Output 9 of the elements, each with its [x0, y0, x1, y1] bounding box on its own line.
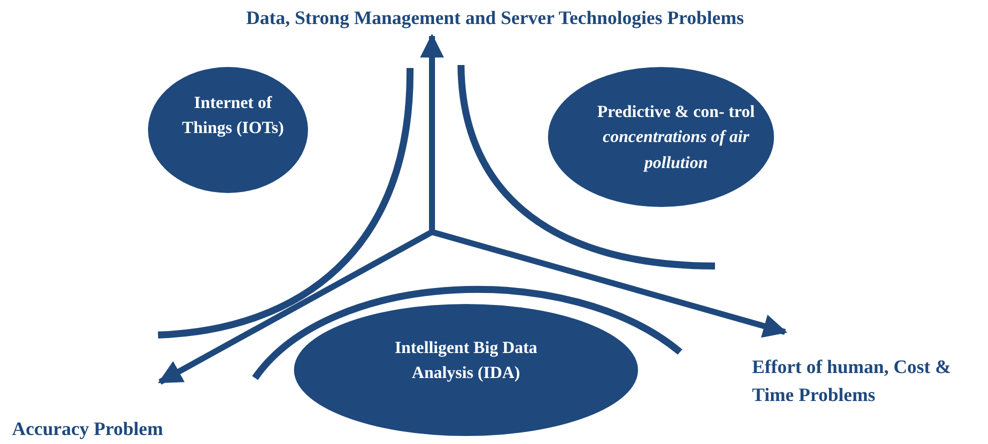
arrow [420, 34, 444, 232]
topic-label: Intelligent Big Data Analysis (IDA) [394, 336, 538, 384]
problem-label: Data, Strong Management and Server Technologies Problems [246, 6, 744, 31]
topic-label: Predictive & con- trol concentrations of air pollution [596, 100, 756, 174]
arrow [158, 229, 434, 385]
problem-label: Accuracy Problem [12, 418, 164, 442]
problem-label: Effort of human, Cost & Time Problems [752, 356, 952, 408]
topic-label: Internet of Things (IOTs) [181, 92, 285, 139]
arrow [431, 229, 788, 338]
